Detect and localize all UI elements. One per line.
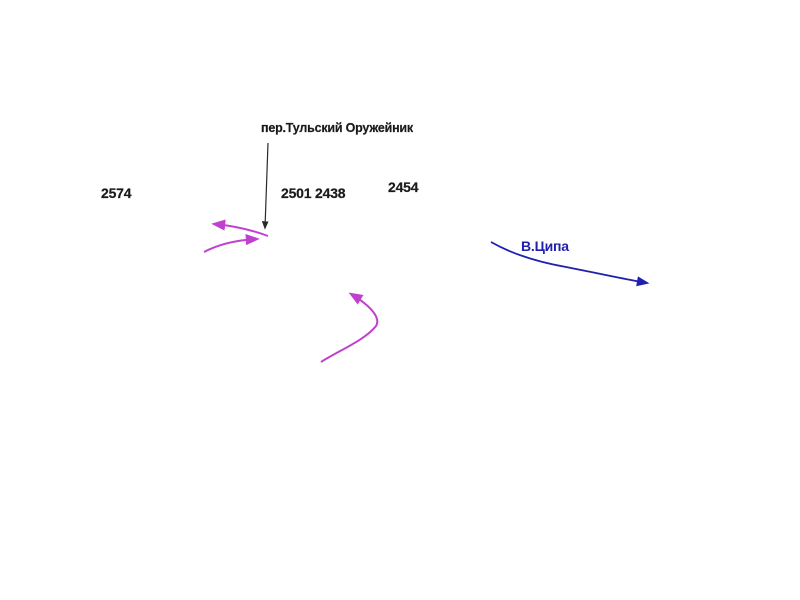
elevation-left: 2574 xyxy=(101,185,132,201)
elevation-center: 2501 2438 xyxy=(281,185,346,201)
route-arrow-lower xyxy=(203,233,260,253)
elevation-right: 2454 xyxy=(388,179,419,195)
pointer-arrow xyxy=(261,142,269,230)
route-arrow-center xyxy=(320,292,379,363)
place-name-label: пер.Тульский Оружейник xyxy=(261,121,413,135)
river-label: В.Ципа xyxy=(521,238,569,254)
river-arrow xyxy=(490,241,650,287)
route-arrow-upper xyxy=(211,219,269,237)
